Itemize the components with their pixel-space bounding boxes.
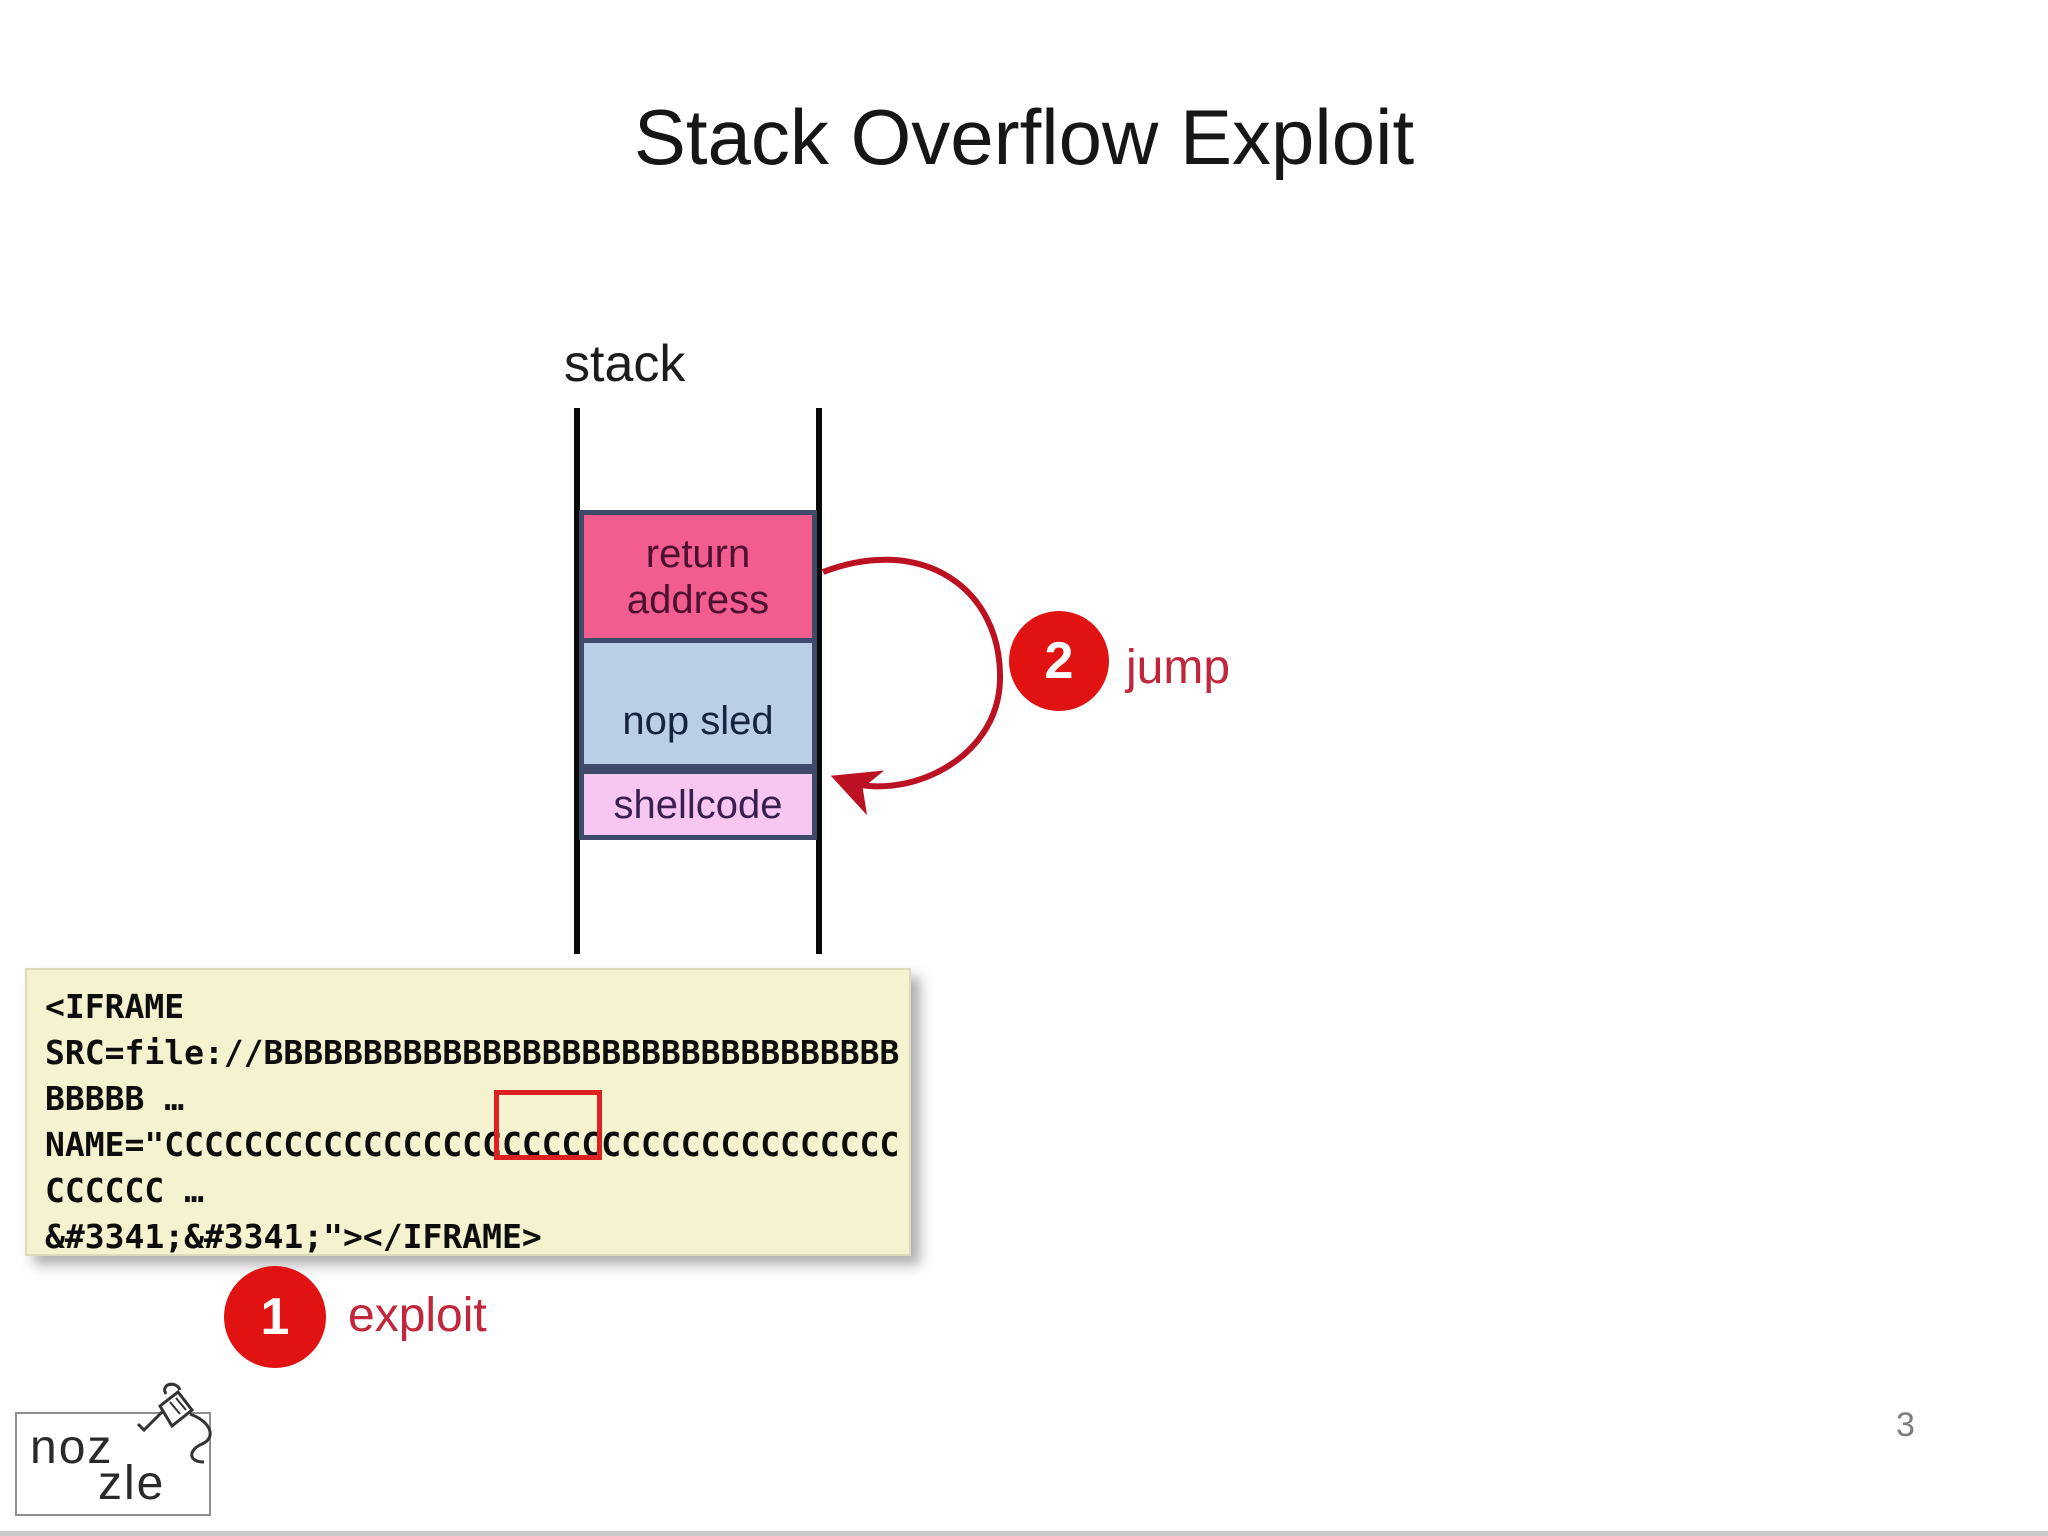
- nozzle-logo-text-2: zle: [98, 1457, 166, 1510]
- stack-cell-return-address: return address: [579, 510, 817, 643]
- nozzle-logo-box: [15, 1412, 211, 1516]
- jump-step-number: 2: [1044, 632, 1074, 690]
- exploit-step-number: 1: [260, 1288, 290, 1346]
- stack-left-rail: [574, 408, 580, 954]
- code-highlight-rectangle: [494, 1090, 602, 1160]
- stack-cell-shellcode-label: shellcode: [613, 782, 783, 827]
- page-title: Stack Overflow Exploit: [633, 93, 1415, 181]
- nozzle-logo-text-1: noz: [30, 1421, 114, 1474]
- stack-cell-shellcode: shellcode: [579, 769, 817, 840]
- code-line: NAME="CCCCCCCCCCCCCCCCCCCCCCCCCCCCCCCCCC…: [45, 1125, 900, 1164]
- stack-diagram-label: stack: [564, 335, 686, 393]
- exploit-step-badge: 1: [224, 1266, 326, 1368]
- stack-cell-nop-sled: nop sled: [579, 638, 817, 769]
- jump-label: jump: [1126, 641, 1231, 694]
- stack-cell-nop-sled-label: nop sled: [622, 698, 774, 743]
- code-line: <IFRAME: [45, 987, 185, 1026]
- exploit-code-box: <IFRAME SRC=file://BBBBBBBBBBBBBBBBBBBBB…: [25, 968, 911, 1256]
- exploit-label: exploit: [348, 1289, 487, 1342]
- stack-cell-return-address-label: return address: [626, 531, 770, 622]
- nozzle-icon: [136, 1382, 212, 1464]
- code-line: &#3341;&#3341;"></IFRAME>: [45, 1217, 542, 1256]
- code-line: SRC=file://BBBBBBBBBBBBBBBBBBBBBBBBBBBBB…: [45, 1033, 900, 1072]
- code-line: CCCCCC …: [45, 1171, 204, 1210]
- slide-bottom-edge: [0, 1531, 2048, 1536]
- jump-step-badge: 2: [1009, 611, 1109, 711]
- stack-right-rail: [816, 408, 822, 954]
- page-number: 3: [1896, 1406, 1915, 1444]
- code-line: BBBBB …: [45, 1079, 185, 1118]
